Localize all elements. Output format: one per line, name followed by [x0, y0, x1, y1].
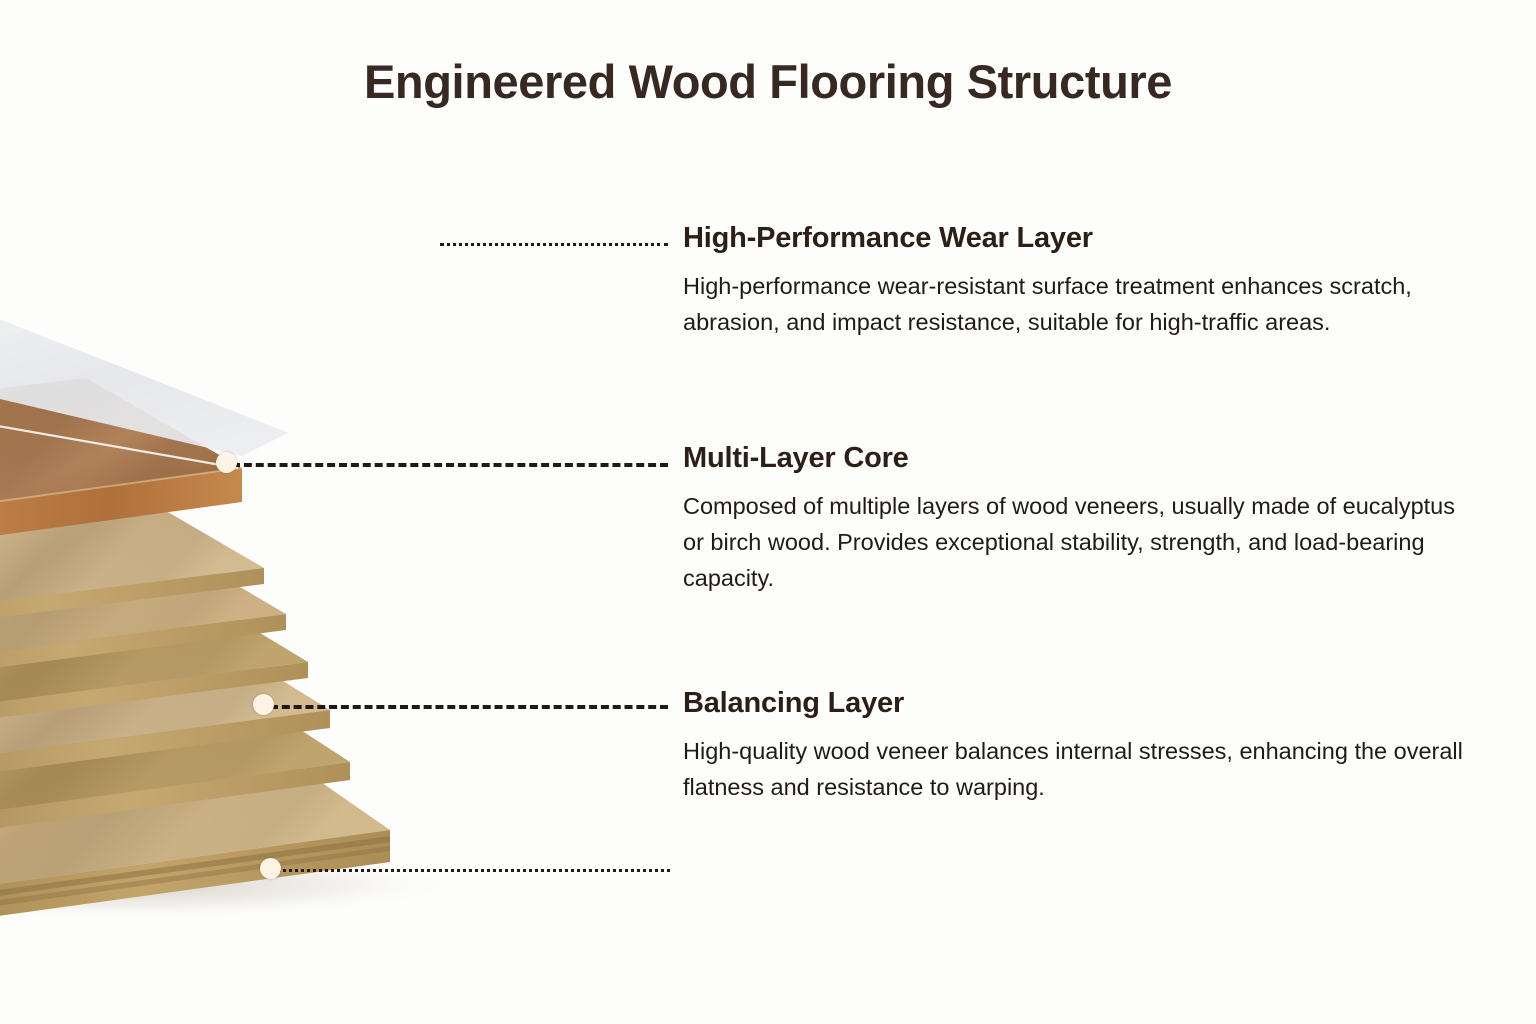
- leader-dot-balancing-layer: [253, 694, 274, 715]
- page-title: Engineered Wood Flooring Structure: [363, 55, 1173, 108]
- leader-dot-substrate: [260, 858, 281, 879]
- leader-line-wear-layer: [440, 243, 668, 246]
- callout-body: High-performance wear-resistant surface …: [683, 273, 1412, 336]
- leader-dot-multi-layer-core: [216, 452, 237, 473]
- leader-line-multi-layer-core: [232, 463, 668, 467]
- callout-heading: High-Performance Wear Layer: [683, 222, 1093, 254]
- callout-body: Composed of multiple layers of wood vene…: [683, 493, 1455, 591]
- callout-balancing-layer: Balancing Layer High-quality wood veneer…: [683, 687, 1495, 806]
- callout-wear-layer: High-Performance Wear Layer High-perform…: [683, 222, 1495, 341]
- callout-heading: Balancing Layer: [683, 687, 905, 719]
- callout-heading: Multi-Layer Core: [683, 442, 909, 474]
- callout-multi-layer-core: Multi-Layer Core Composed of multiple la…: [683, 442, 1495, 597]
- leader-line-balancing-layer: [270, 705, 668, 709]
- callout-body: High-quality wood veneer balances intern…: [683, 738, 1463, 801]
- layer-wear-sheet: [0, 316, 291, 470]
- leader-line-substrate: [278, 869, 670, 872]
- flooring-stack-illustration: [0, 150, 690, 930]
